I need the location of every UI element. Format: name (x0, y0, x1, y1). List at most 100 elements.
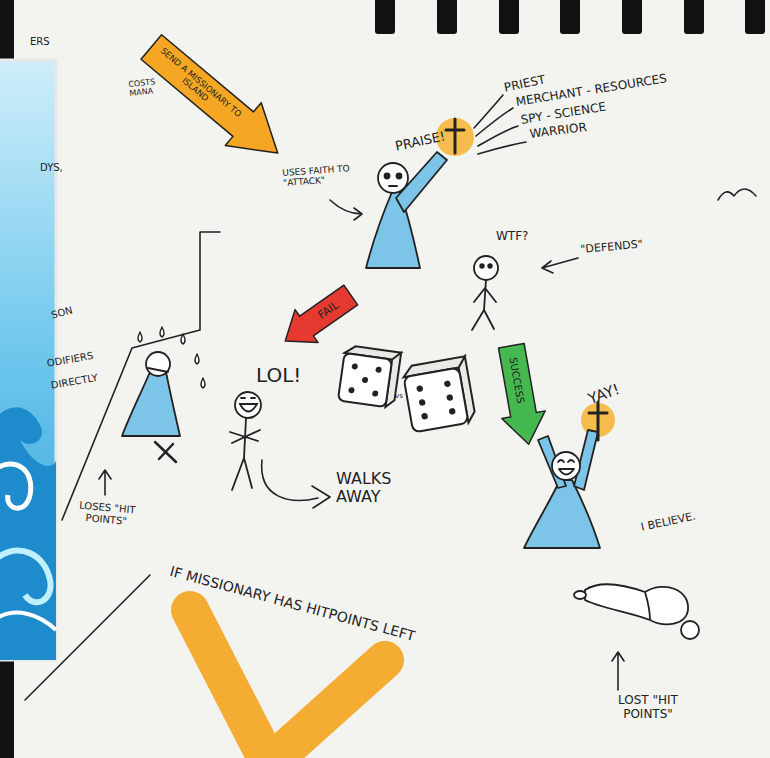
callout-note: LOSES "HIT POINTS" (60, 498, 154, 529)
dice (444, 380, 451, 387)
dice (419, 399, 426, 406)
arrow-shape (490, 342, 551, 448)
versus-mark: vs (395, 392, 403, 400)
crying-priest (122, 327, 205, 462)
dice (404, 368, 469, 433)
cheering-priest (559, 469, 574, 475)
arrow-shape (274, 279, 362, 358)
dice (372, 390, 379, 397)
leader-line (478, 142, 526, 154)
squiggle (718, 189, 756, 200)
pointer-arrow (99, 470, 111, 495)
crying-priest (138, 327, 205, 388)
node-label: SEND A MISSIONARY TO ISLAND (148, 42, 247, 130)
speech-text: YAY! (586, 381, 622, 408)
note-fragment: ERS (30, 36, 50, 48)
action-note: WALKS AWAY (336, 470, 420, 507)
speech-text: WTF? (496, 230, 528, 244)
pointer-arrow (542, 258, 578, 273)
kneeling-convert (574, 591, 586, 599)
spiral-binding (375, 0, 395, 34)
node-label: SUCCESS (508, 356, 527, 404)
crying-priest (146, 352, 170, 376)
laughing-figure (240, 404, 257, 412)
arrow-shape (133, 26, 295, 175)
send-arrow: SEND A MISSIONARY TO ISLAND (133, 26, 295, 175)
kneeling-convert (585, 584, 688, 624)
note-fragment: SON (50, 304, 74, 321)
callout-note: LOST "HIT POINTS" (598, 694, 698, 722)
dice (338, 345, 401, 408)
spiral-binding (499, 0, 519, 34)
defender-figure (474, 256, 498, 280)
spiral-binding (375, 0, 765, 34)
bracket-line (25, 575, 150, 700)
note-fragment: DIRECTLY (50, 372, 99, 392)
node-text-box: SEND A MISSIONARY TO ISLAND (144, 37, 252, 135)
callout-note: "DEFENDS" (580, 239, 643, 257)
speech-text: PRAISE! (394, 129, 447, 154)
wave-card (0, 407, 56, 660)
fail-arrow: FAIL (274, 279, 362, 358)
wave-card (0, 613, 56, 630)
note-fragment: ODIFIERS (46, 350, 94, 369)
ink-lines (25, 95, 756, 700)
attacking-priest (389, 185, 397, 187)
laughing-figure (235, 392, 261, 418)
paper-sheet (14, 0, 770, 758)
crying-priest (122, 372, 180, 436)
wave-card (0, 464, 31, 508)
laughing-figure (230, 392, 261, 490)
defender-figure (488, 264, 492, 268)
pointer-arrow (612, 652, 624, 690)
dice (449, 408, 456, 415)
attacking-priest (446, 119, 464, 153)
node-text-box: SUCCESS (499, 345, 536, 415)
node-outline (274, 279, 362, 358)
leader-line (476, 108, 513, 136)
dice (375, 366, 382, 373)
kneeling-convert (645, 592, 650, 620)
defender-figure (472, 256, 498, 330)
speech-text: I BELIEVE. (640, 510, 697, 534)
spiral-binding (745, 0, 765, 34)
leader-line (478, 126, 518, 146)
spiral-binding (437, 0, 457, 34)
walk-arrow (262, 460, 330, 508)
dice (402, 356, 476, 432)
cheering-priest (524, 480, 600, 548)
laughing-figure (230, 418, 260, 490)
dice (351, 363, 358, 370)
branch-shape (190, 610, 385, 756)
node-text-box: FAIL (301, 286, 356, 334)
attacking-priest (397, 174, 402, 179)
crying-priest (148, 368, 168, 372)
kneeling-convert (574, 584, 699, 639)
branch-vee: IF MISSIONARY HAS HITPOINTS LEFT (150, 560, 460, 758)
dice (446, 394, 453, 401)
pointer-arrow (330, 200, 362, 220)
attacking-priest (385, 174, 390, 179)
dice (402, 356, 476, 432)
callout-note: USES FAITH TO "ATTACK" (282, 163, 361, 189)
defender-figure (472, 280, 496, 330)
dice (338, 345, 476, 432)
note-fragment: DYS, (40, 162, 63, 174)
spiral-binding (622, 0, 642, 34)
kneeling-convert (681, 621, 699, 639)
laughing-figure (241, 397, 255, 399)
node-label: FAIL (316, 299, 341, 322)
cost-note: COSTS MANA (128, 75, 174, 98)
wave-card (0, 551, 51, 602)
spiral-binding (560, 0, 580, 34)
crying-priest (155, 442, 176, 462)
dice (338, 345, 401, 408)
node-outline (150, 560, 460, 758)
leader-line (474, 95, 503, 128)
cheering-priest (558, 460, 574, 462)
attacking-priest (378, 163, 408, 193)
dice (348, 387, 355, 394)
cheering-priest (552, 452, 580, 480)
dice (421, 413, 428, 420)
